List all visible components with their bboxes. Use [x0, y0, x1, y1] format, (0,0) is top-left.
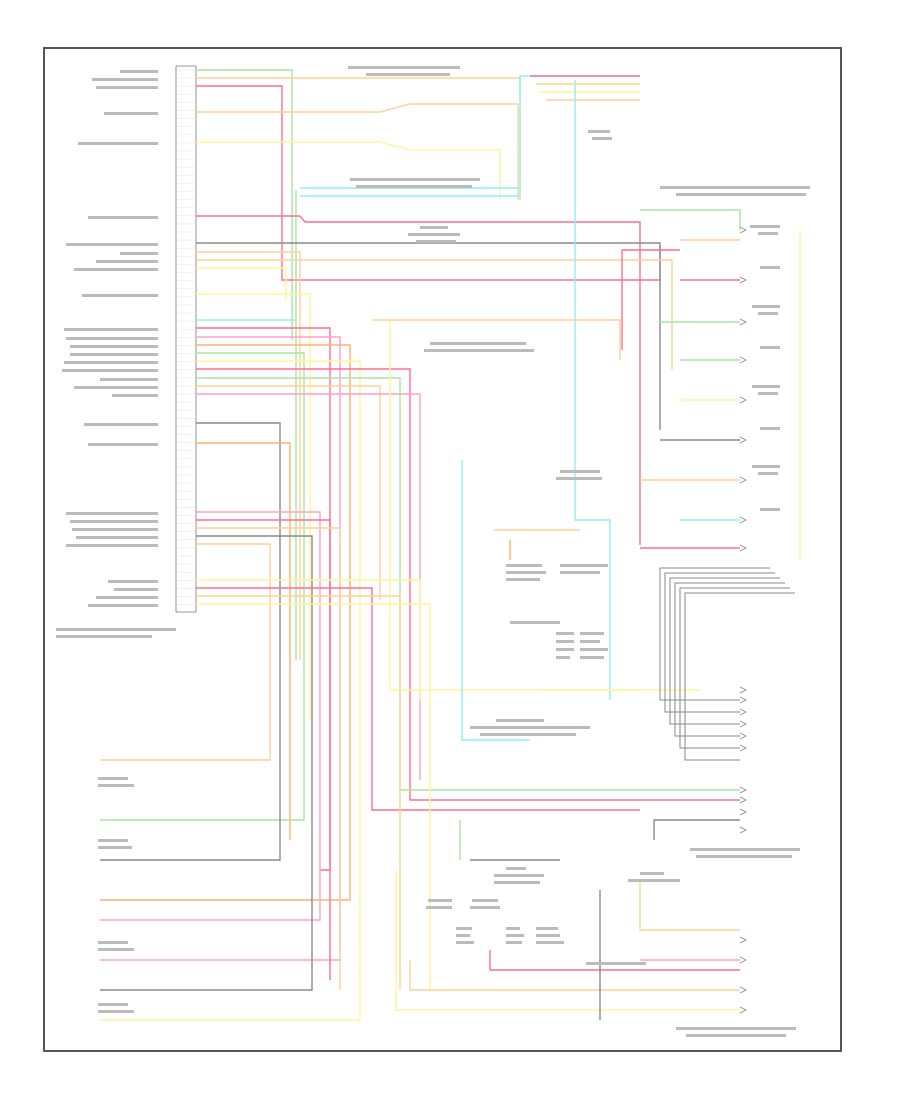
- diagram-frame: [43, 47, 842, 1052]
- wire: [196, 267, 287, 300]
- wire: [639, 880, 740, 931]
- wire: [196, 377, 740, 791]
- wire: [100, 352, 305, 821]
- wire: [196, 293, 311, 720]
- wire: [196, 251, 301, 660]
- wire: [196, 595, 401, 990]
- left-signal-labels: [56, 70, 176, 638]
- harness-wire: [679, 587, 790, 749]
- wire: [100, 422, 281, 861]
- wire: [100, 360, 361, 1021]
- wire: [196, 527, 341, 990]
- wire: [100, 511, 321, 921]
- wire: [489, 950, 740, 971]
- wire: [653, 819, 740, 840]
- wire: [196, 141, 501, 200]
- wire: [196, 603, 431, 990]
- connector-arrow: [739, 356, 747, 364]
- connector-arrow: [739, 686, 747, 694]
- lower-left-sensors: [98, 777, 134, 1013]
- connector-arrow: [739, 544, 747, 552]
- connector-arrow: [739, 732, 747, 740]
- harness-wire: [674, 582, 785, 737]
- connector-arrows: [739, 226, 747, 1014]
- wire: [196, 85, 661, 281]
- center-components: [348, 66, 810, 1037]
- wire: [640, 209, 741, 230]
- wire: [100, 535, 313, 991]
- harness-wire: [664, 572, 775, 713]
- connector-arrow: [739, 276, 747, 284]
- connector-arrow: [739, 986, 747, 994]
- wire: [196, 393, 421, 780]
- control-module-connector: [175, 65, 197, 613]
- wire: [196, 103, 519, 200]
- wire: [196, 442, 291, 840]
- wire: [196, 579, 421, 700]
- connector-arrow: [739, 516, 747, 524]
- connector-arrow: [739, 476, 747, 484]
- wire: [461, 460, 530, 741]
- wire: [395, 870, 740, 1011]
- wire: [300, 190, 521, 197]
- wire: [196, 215, 641, 545]
- connector-arrow: [739, 696, 747, 704]
- wire: [196, 69, 293, 340]
- wire: [196, 519, 331, 980]
- wire: [621, 249, 680, 350]
- connector-arrow: [739, 796, 747, 804]
- connector-arrow: [739, 720, 747, 728]
- harness-wire: [659, 567, 770, 701]
- connector-arrow: [739, 436, 747, 444]
- right-sensor-blocks: [750, 225, 780, 511]
- connector-arrow: [739, 956, 747, 964]
- connector-arrow: [739, 786, 747, 794]
- connector-arrow: [739, 226, 747, 234]
- wire-layer: [100, 69, 801, 1021]
- wire: [196, 385, 381, 600]
- harness-wire: [684, 592, 795, 761]
- wire: [409, 960, 740, 991]
- wire: [196, 368, 740, 801]
- wire: [196, 587, 640, 811]
- connector-arrow: [739, 826, 747, 834]
- wire: [574, 80, 611, 700]
- wire: [196, 77, 521, 200]
- wire: [100, 543, 271, 761]
- connector-arrow: [739, 318, 747, 326]
- connector-arrow: [739, 744, 747, 752]
- connector-arrow: [739, 396, 747, 404]
- connector-arrow: [739, 808, 747, 816]
- wire: [196, 259, 673, 370]
- connector-arrow: [739, 708, 747, 716]
- connector-arrow: [739, 936, 747, 944]
- wire: [196, 242, 661, 430]
- connector-arrow: [739, 1006, 747, 1014]
- wire: [100, 344, 351, 901]
- wire: [372, 319, 621, 360]
- harness-wire: [669, 577, 780, 725]
